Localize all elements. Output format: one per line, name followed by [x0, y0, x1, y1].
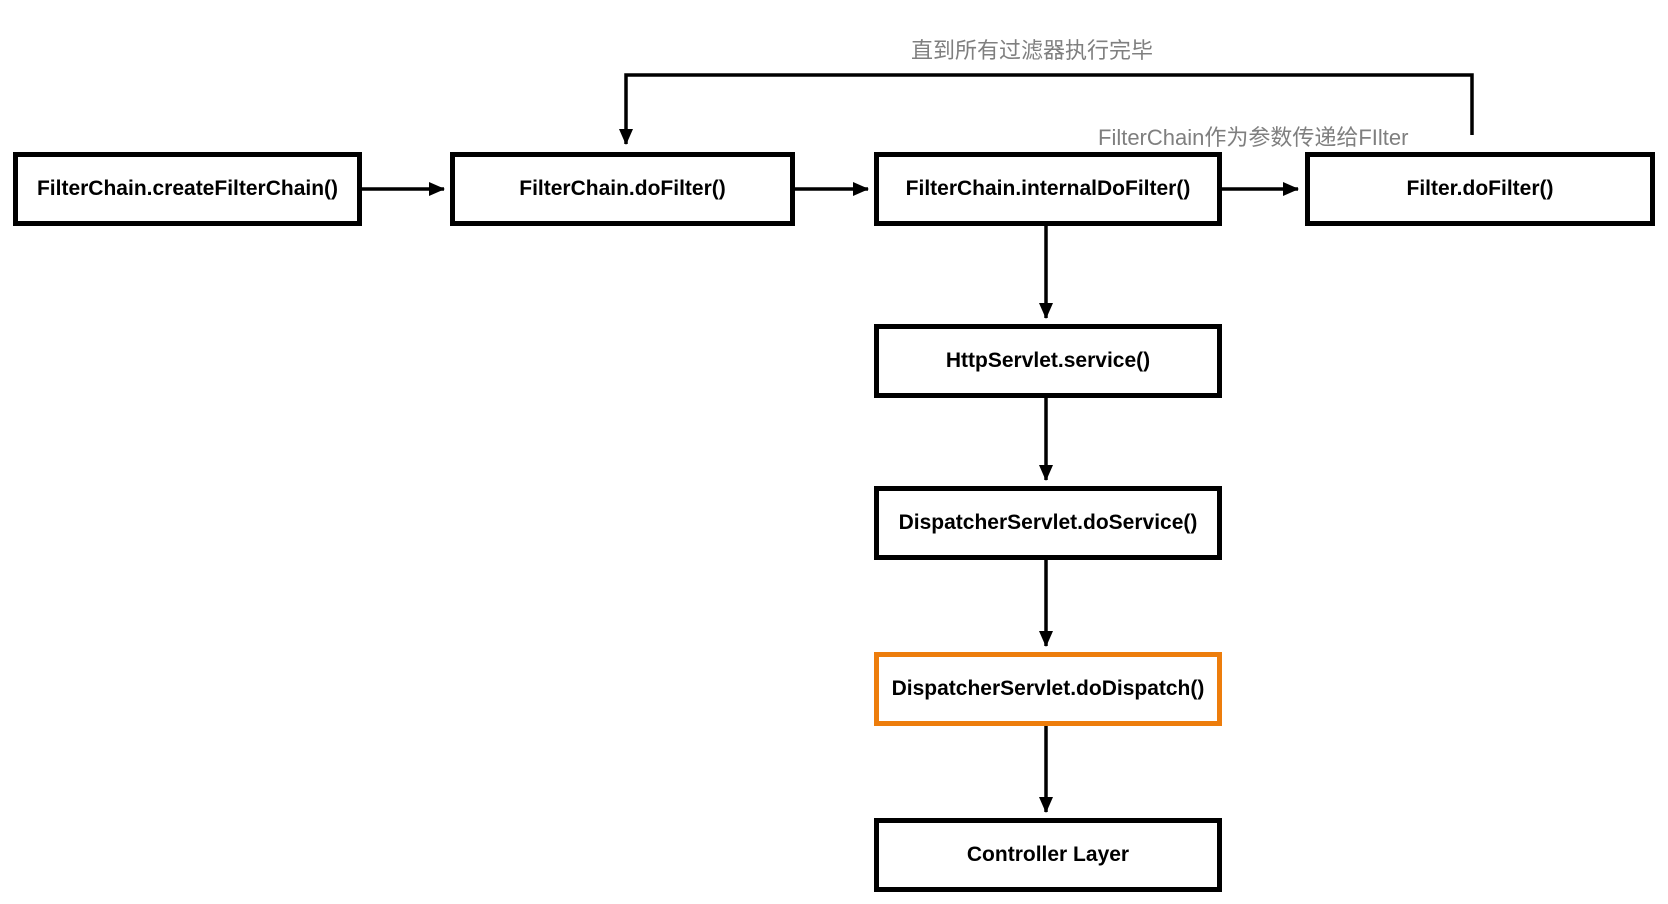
node-label: FilterChain.doFilter()	[519, 177, 726, 200]
node-label: Controller Layer	[966, 843, 1130, 866]
node-label: DispatcherServlet.doDispatch()	[891, 677, 1205, 700]
loop-annotation-label: 直到所有过滤器执行完毕	[910, 38, 1153, 63]
node-dispatcherservlet-dodispatch: DispatcherServlet.doDispatch()	[874, 652, 1222, 726]
node-filterchain-dofilter: FilterChain.doFilter()	[450, 152, 795, 226]
node-label: DispatcherServlet.doService()	[898, 511, 1198, 534]
node-label: FilterChain.createFilterChain()	[36, 177, 339, 200]
node-label: Filter.doFilter()	[1406, 177, 1554, 200]
node-label: HttpServlet.service()	[945, 349, 1151, 372]
node-controller-layer: Controller Layer	[874, 818, 1222, 892]
node-filterchain-createfilterchain: FilterChain.createFilterChain()	[13, 152, 362, 226]
node-filter-dofilter: Filter.doFilter()	[1305, 152, 1655, 226]
node-filterchain-internaldofilter: FilterChain.internalDoFilter()	[874, 152, 1222, 226]
node-httpservlet-service: HttpServlet.service()	[874, 324, 1222, 398]
node-label: FilterChain.internalDoFilter()	[905, 177, 1191, 200]
param-annotation-label: FilterChain作为参数传递给FIlter	[1098, 125, 1409, 150]
node-dispatcherservlet-doservice: DispatcherServlet.doService()	[874, 486, 1222, 560]
